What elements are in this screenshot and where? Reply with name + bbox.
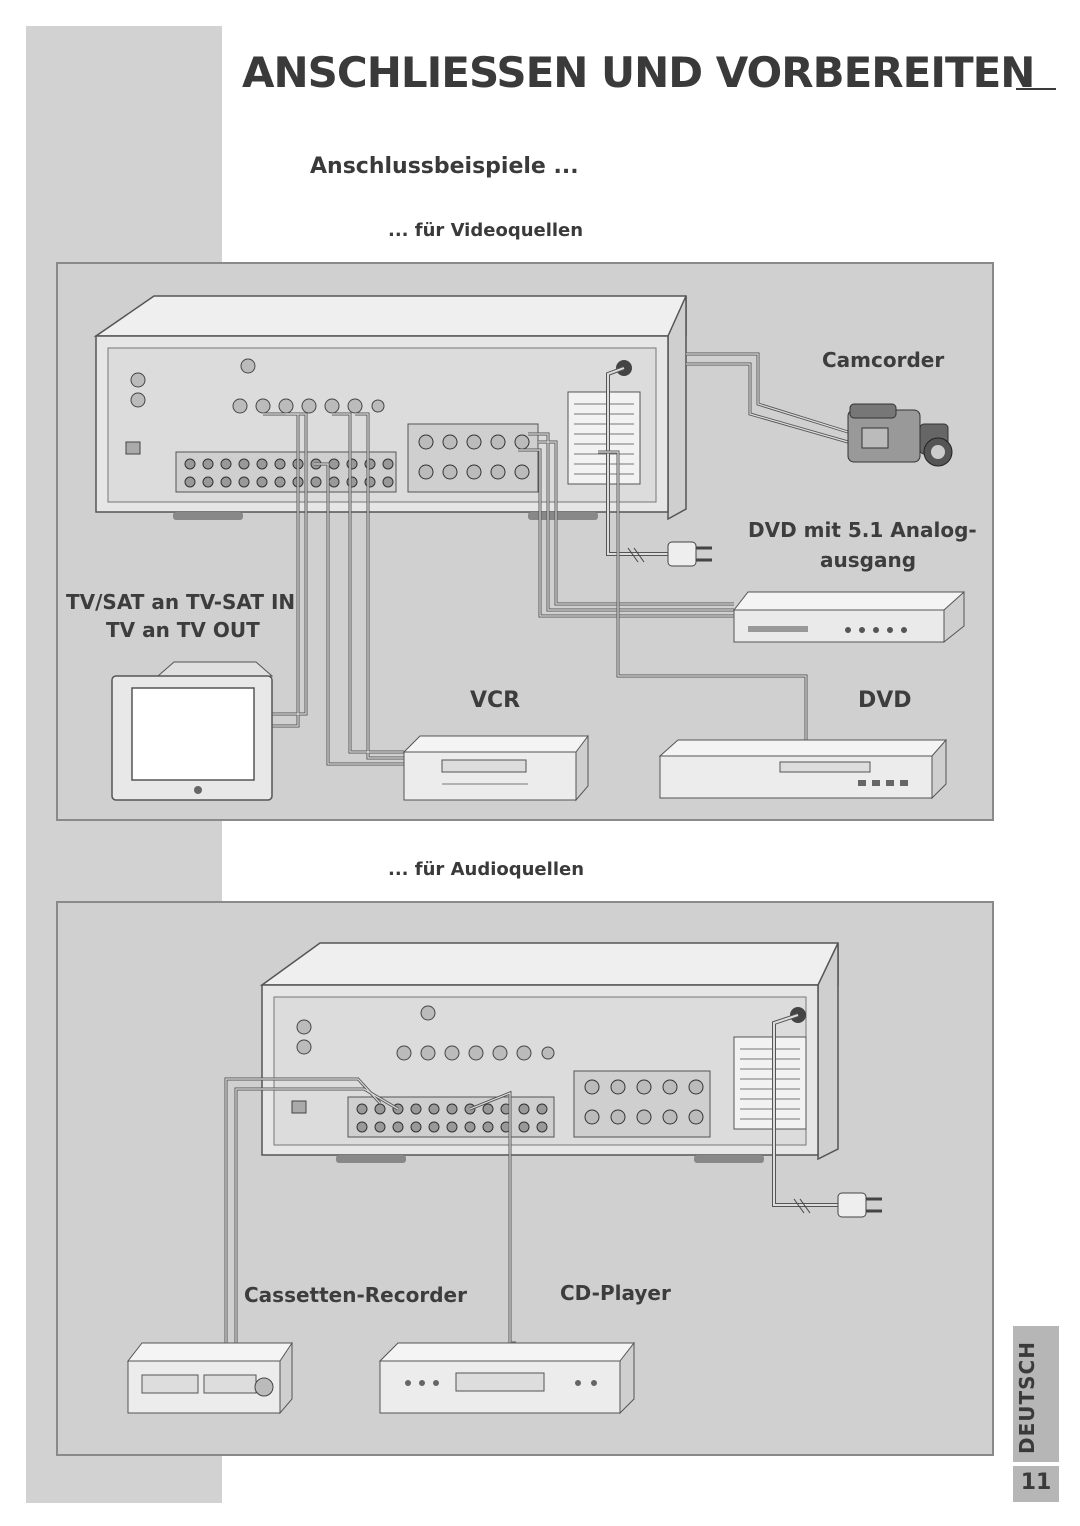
power-plug [793, 1192, 882, 1218]
dvd-analog-label-line1: DVD mit 5.1 Analog- [748, 518, 977, 542]
dvd-player [658, 738, 947, 800]
title-rule [1016, 88, 1056, 90]
tvsat-label-line1: TV/SAT an TV-SAT IN [66, 590, 296, 614]
power-plug [627, 541, 712, 567]
cassette-recorder-device [126, 1341, 293, 1415]
video-section-heading: ... für Videoquellen [388, 220, 584, 241]
cd-player-label: CD-Player [560, 1281, 671, 1305]
audio-wiring-illustration [126, 942, 882, 1415]
dvd-analog-label-line2: ausgang [820, 548, 917, 572]
video-connection-diagram: Camcorder DVD mit 5.1 Analog- ausgang TV… [56, 262, 994, 821]
page-number: 11 [1020, 1470, 1052, 1495]
av-receiver-rear [259, 942, 839, 1163]
dvd-5.1-player [732, 590, 965, 644]
audio-section-heading: ... für Audioquellen [388, 859, 585, 880]
audio-connection-diagram: Cassetten-Recorder CD-Player [56, 901, 994, 1456]
television [111, 661, 274, 801]
vcr-device [402, 734, 589, 802]
page-title: ANSCHLIESSEN UND VORBEREITEN [242, 48, 1035, 97]
page-number-box [1013, 1466, 1059, 1502]
tvsat-label-line2: TV an TV OUT [106, 618, 260, 642]
language-tab-label: DEUTSCH [1015, 1341, 1039, 1454]
camcorder-device [847, 403, 953, 467]
page-subtitle: Anschlussbeispiele ... [310, 154, 579, 179]
vcr-label: VCR [470, 688, 521, 713]
cd-player-device [378, 1341, 635, 1415]
video-wiring-illustration [93, 295, 965, 802]
av-receiver-rear [93, 295, 687, 521]
language-tab [1013, 1326, 1059, 1462]
dvd-label: DVD [858, 688, 912, 713]
camcorder-label: Camcorder [822, 348, 945, 372]
cassette-recorder-label: Cassetten-Recorder [244, 1283, 467, 1307]
